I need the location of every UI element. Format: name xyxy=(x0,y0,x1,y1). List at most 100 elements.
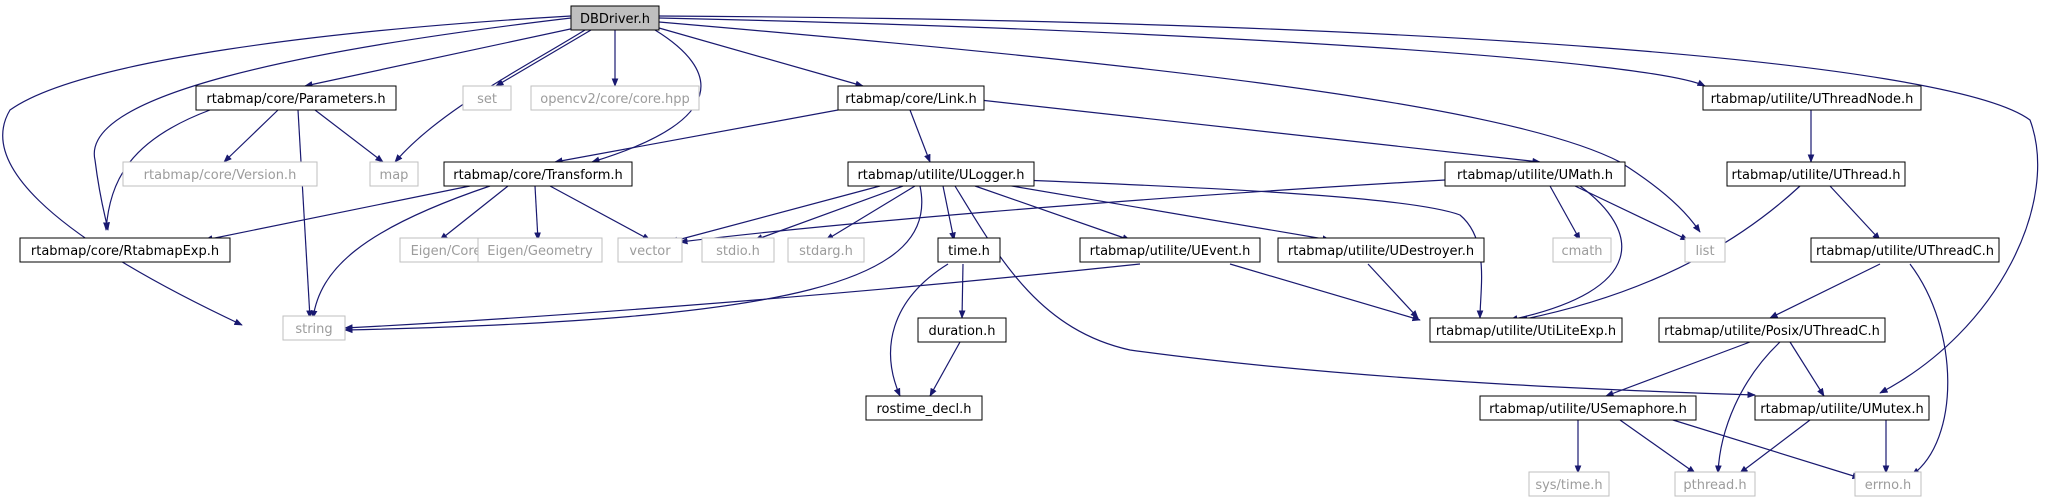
node-udestroyer[interactable]: rtabmap/utilite/UDestroyer.h xyxy=(1277,237,1485,263)
edge-transform-string xyxy=(310,185,491,319)
node-uthread[interactable]: rtabmap/utilite/UThread.h xyxy=(1726,161,1906,187)
node-label: rtabmap/utilite/UEvent.h xyxy=(1090,244,1251,259)
node-label: Eigen/Geometry xyxy=(487,244,593,259)
edge-transform-vector xyxy=(549,185,651,241)
node-uevent[interactable]: rtabmap/utilite/UEvent.h xyxy=(1079,237,1261,263)
edge-usemaphore-errno xyxy=(1659,415,1861,479)
node-label: Eigen/Core xyxy=(411,244,482,259)
edge-umath-vector xyxy=(679,179,1446,245)
node-label: set xyxy=(477,92,497,107)
node-label: stdarg.h xyxy=(799,244,853,259)
edge-uthread-utiliteexp xyxy=(1519,185,1801,322)
node-umath[interactable]: rtabmap/utilite/UMath.h xyxy=(1444,161,1626,187)
edge-dbdriver-link xyxy=(658,27,864,88)
node-transform[interactable]: rtabmap/core/Transform.h xyxy=(443,161,633,187)
edge-ulogger-vector xyxy=(669,185,881,244)
node-string[interactable]: string xyxy=(282,315,346,341)
edge-ulogger-umutex xyxy=(954,185,1756,399)
node-label: sys/time.h xyxy=(1535,478,1602,493)
edge-dbdriver-uthreadnode xyxy=(658,17,1706,87)
node-label: duration.h xyxy=(928,324,995,339)
node-cmath[interactable]: cmath xyxy=(1552,237,1612,263)
node-time[interactable]: time.h xyxy=(937,237,1001,263)
node-label: cmath xyxy=(1561,244,1602,259)
edge-posix-usemaphore xyxy=(1605,341,1751,397)
edge-link-umath xyxy=(979,99,1541,165)
node-label: rtabmap/utilite/Posix/UThreadC.h xyxy=(1664,324,1880,339)
edge-umath-list xyxy=(1574,185,1689,241)
node-opencv[interactable]: opencv2/core/core.hpp xyxy=(530,85,700,111)
node-set[interactable]: set xyxy=(462,85,512,111)
edge-posix-umutex xyxy=(1789,341,1825,397)
node-systime[interactable]: sys/time.h xyxy=(1528,471,1610,497)
node-label: errno.h xyxy=(1865,478,1912,493)
node-link[interactable]: rtabmap/core/Link.h xyxy=(837,85,985,111)
edge-ulogger-uevent xyxy=(974,185,1131,241)
node-duration[interactable]: duration.h xyxy=(917,317,1007,343)
node-eigencore[interactable]: Eigen/Core xyxy=(399,237,493,263)
node-ulogger[interactable]: rtabmap/utilite/ULogger.h xyxy=(847,161,1035,187)
node-label: rtabmap/core/Transform.h xyxy=(453,168,623,183)
edge-ulogger-time xyxy=(942,185,956,241)
node-label: rostime_decl.h xyxy=(876,402,971,417)
node-uthreadnode[interactable]: rtabmap/utilite/UThreadNode.h xyxy=(1702,85,1922,111)
node-umutex[interactable]: rtabmap/utilite/UMutex.h xyxy=(1754,395,1930,421)
node-vector[interactable]: vector xyxy=(617,237,683,263)
node-dbdriver[interactable]: DBDriver.h xyxy=(570,5,660,31)
node-usemaphore[interactable]: rtabmap/utilite/USemaphore.h xyxy=(1479,395,1697,421)
node-utiliteexp[interactable]: rtabmap/utilite/UtiLiteExp.h xyxy=(1429,317,1623,343)
node-label: string xyxy=(295,322,332,337)
edge-parameters-string xyxy=(297,109,313,319)
node-parameters[interactable]: rtabmap/core/Parameters.h xyxy=(195,85,397,111)
edge-transform-eigencore xyxy=(439,185,509,241)
node-label: map xyxy=(380,168,409,183)
node-label: rtabmap/core/Link.h xyxy=(845,92,976,107)
node-posixuthreadc[interactable]: rtabmap/utilite/Posix/UThreadC.h xyxy=(1658,317,1886,343)
edge-umath-utiliteexp xyxy=(1509,185,1623,322)
node-pthread[interactable]: pthread.h xyxy=(1674,471,1756,497)
edge-uthreadc-posix xyxy=(1769,263,1881,319)
node-map[interactable]: map xyxy=(369,161,419,187)
edge-usemaphore-pthread xyxy=(1619,419,1696,474)
edge-uevent-utiliteexp xyxy=(1229,263,1421,322)
node-version[interactable]: rtabmap/core/Version.h xyxy=(122,161,318,187)
node-list[interactable]: list xyxy=(1684,237,1726,263)
edge-ulogger-string xyxy=(344,185,923,334)
node-stdio[interactable]: stdio.h xyxy=(701,237,775,263)
edge-time-duration xyxy=(958,263,966,319)
node-label: rtabmap/utilite/UMutex.h xyxy=(1760,402,1923,417)
node-rostime[interactable]: rostime_decl.h xyxy=(865,395,983,421)
edge-dbdriver-set xyxy=(495,29,592,87)
edge-dbdriver-list xyxy=(658,21,1701,233)
edge-duration-rostime xyxy=(929,341,961,397)
edge-transform-eigengeometry xyxy=(534,185,541,241)
nodes: DBDriver.h rtabmap/core/Parameters.h set… xyxy=(19,5,2000,497)
edge-umutex-pthread xyxy=(1739,419,1811,474)
node-errno[interactable]: errno.h xyxy=(1854,471,1922,497)
node-label: rtabmap/core/Version.h xyxy=(144,168,297,183)
edge-dbdriver-umutex xyxy=(658,15,2039,394)
edge-umath-cmath xyxy=(1549,185,1581,241)
edge-parameters-version xyxy=(223,109,279,163)
edge-uthreadc-errno xyxy=(1909,263,1949,476)
edge-ulogger-udestroyer xyxy=(999,183,1331,243)
edges xyxy=(2,15,2039,479)
node-label: rtabmap/utilite/UThreadC.h xyxy=(1816,244,1994,259)
edge-link-ulogger xyxy=(909,109,931,163)
node-label: rtabmap/core/Parameters.h xyxy=(206,92,385,107)
node-label: rtabmap/utilite/ULogger.h xyxy=(857,168,1024,183)
node-label: opencv2/core/core.hpp xyxy=(540,92,690,107)
node-uthreadc[interactable]: rtabmap/utilite/UThreadC.h xyxy=(1810,237,2000,263)
node-label: rtabmap/utilite/UThreadNode.h xyxy=(1711,92,1914,107)
node-label: stdio.h xyxy=(716,244,760,259)
edge-time-rostime xyxy=(890,263,949,397)
node-label: rtabmap/utilite/UDestroyer.h xyxy=(1288,244,1474,259)
edge-dbdriver-rtabmapexp xyxy=(93,17,572,231)
node-label: pthread.h xyxy=(1683,478,1746,493)
node-stdarg[interactable]: stdarg.h xyxy=(787,237,865,263)
node-label: vector xyxy=(629,244,671,259)
node-eigengeometry[interactable]: Eigen/Geometry xyxy=(477,237,603,263)
node-rtabmapexp[interactable]: rtabmap/core/RtabmapExp.h xyxy=(19,237,231,263)
node-label: list xyxy=(1695,244,1714,259)
edge-dbdriver-string xyxy=(2,15,572,326)
